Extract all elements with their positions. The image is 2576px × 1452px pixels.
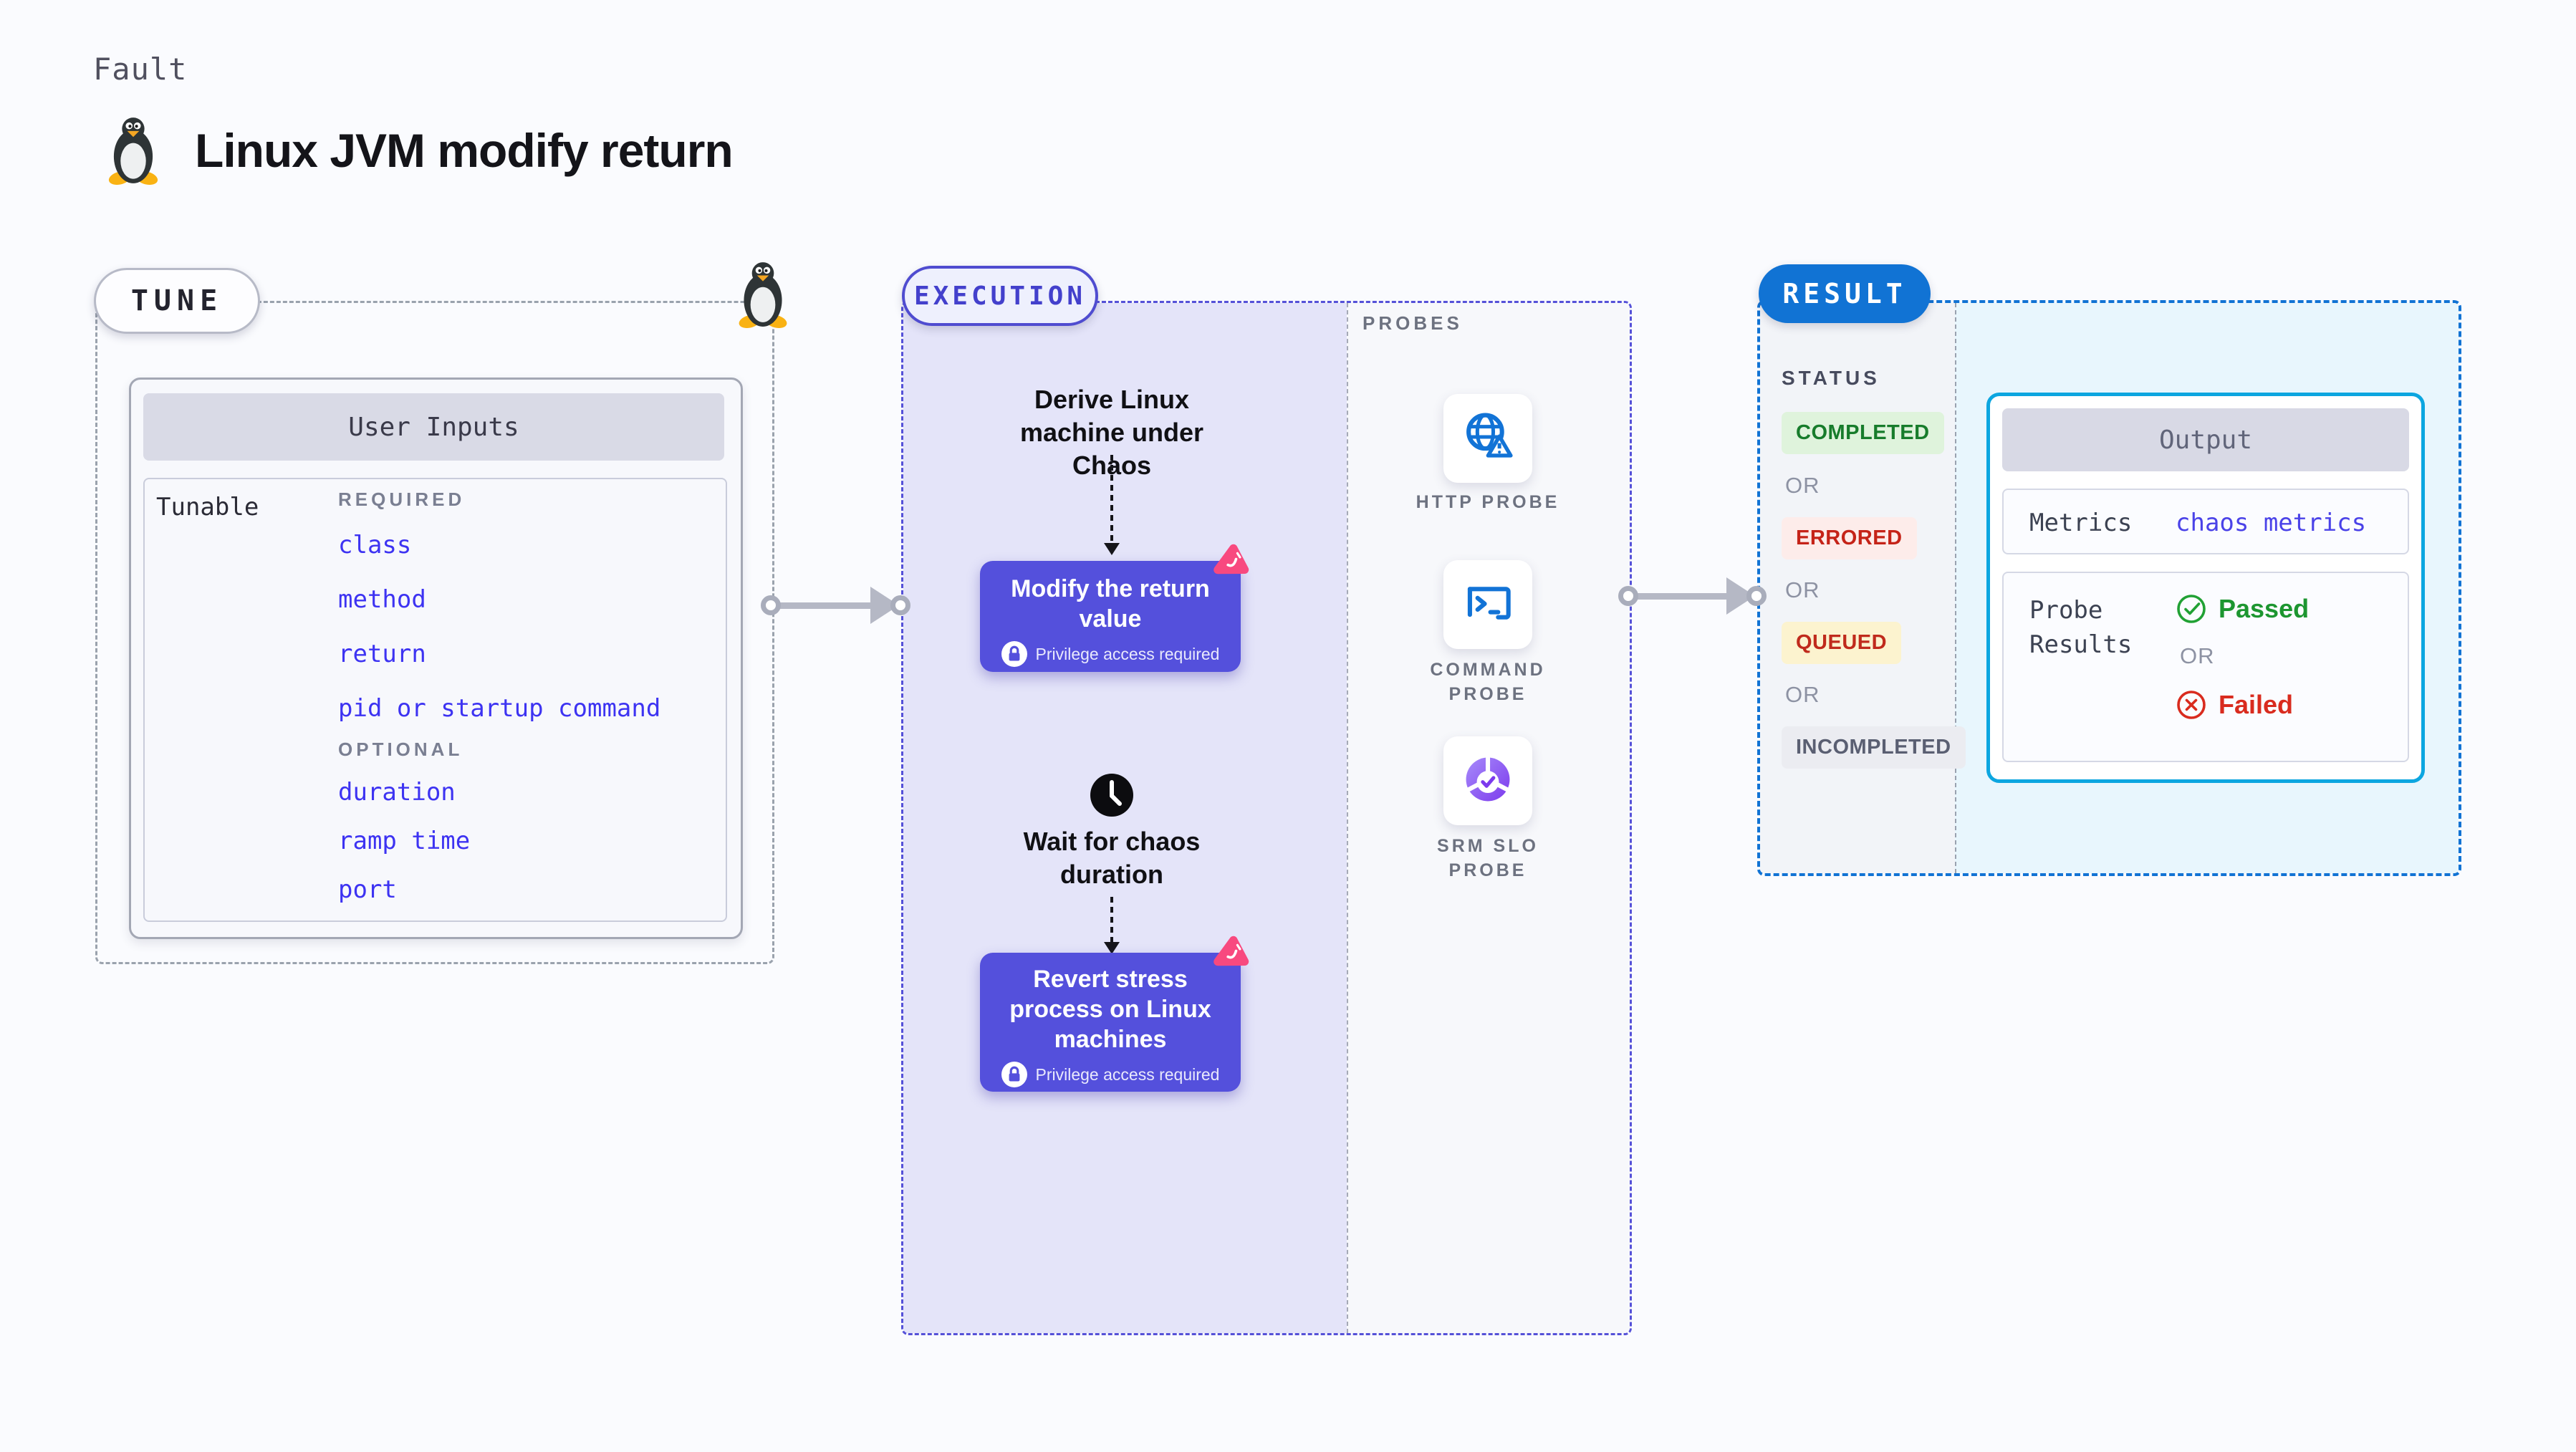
status-panel: [1760, 303, 1955, 873]
action-title: Revert stress process on Linux machines: [1009, 966, 1211, 1053]
tunable-item-pid: pid or startup command: [338, 694, 661, 723]
metrics-row: [2002, 489, 2409, 554]
clock-icon: [1089, 772, 1135, 818]
privilege-note: Privilege access required: [1001, 641, 1220, 667]
terminal-icon: [1457, 572, 1519, 638]
tunable-item-duration: duration: [338, 778, 456, 807]
revert-stress-node: Revert stress process on Linux machines …: [980, 953, 1241, 1092]
privilege-note-text: Privilege access required: [1035, 644, 1220, 663]
tunable-item-class: class: [338, 531, 412, 559]
user-inputs-title: User Inputs: [143, 393, 724, 461]
metrics-label: Metrics: [2029, 509, 2133, 537]
or-separator: OR: [1785, 682, 1820, 707]
fault-kicker: Fault: [93, 52, 188, 87]
slo-pie-icon: [1457, 749, 1519, 814]
user-inputs-body: [143, 478, 727, 922]
wait-step-text: Wait for chaos duration: [1023, 827, 1201, 889]
srm-slo-probe-label: SRM SLO PROBE: [1437, 836, 1539, 880]
flow-arrow-down: [1101, 455, 1123, 555]
tunable-item-ramp-time: ramp time: [338, 827, 471, 855]
x-circle-icon: [2176, 689, 2207, 721]
connector-dot: [761, 595, 781, 615]
probes-label: PROBES: [1363, 312, 1463, 334]
or-separator: OR: [1785, 577, 1820, 602]
passed-label: Passed: [2219, 594, 2310, 623]
status-badge-incompleted: INCOMPLETED: [1782, 726, 1966, 769]
execution-badge: EXECUTION: [902, 266, 1098, 326]
srm-slo-probe-card: [1443, 736, 1532, 825]
flow-arrow-down: [1101, 897, 1123, 954]
optional-label: OPTIONAL: [338, 739, 463, 760]
action-title: Modify the return value: [1011, 575, 1210, 633]
check-circle-icon: [2176, 593, 2207, 625]
required-label: REQUIRED: [338, 489, 466, 510]
execution-to-result-arrow: [1618, 577, 1767, 615]
status-badge-queued: QUEUED: [1782, 622, 1902, 664]
failed-result: Failed: [2176, 689, 2293, 721]
or-separator: OR: [1785, 473, 1820, 498]
modify-return-node: Modify the return value Privilege access…: [980, 561, 1241, 672]
tune-section: [95, 301, 774, 964]
connector-dot: [1746, 586, 1767, 606]
execution-flow-panel: [903, 303, 1347, 1333]
command-probe-card: [1443, 560, 1532, 649]
tune-badge: TUNE: [94, 268, 260, 334]
tunable-item-method: method: [338, 585, 426, 614]
arrow-head: [1104, 942, 1120, 954]
tunable-label: Tunable: [156, 493, 259, 521]
globe-alert-icon: [1457, 406, 1519, 471]
passed-result: Passed: [2176, 593, 2309, 625]
probe-results-label: Probe Results: [2029, 596, 2133, 659]
tux-penguin-icon: [103, 115, 163, 186]
arrow-shaft: [1636, 592, 1729, 600]
output-title: Output: [2002, 408, 2409, 471]
litmus-chaos-icon: [1210, 931, 1254, 975]
status-badge-errored: ERRORED: [1782, 517, 1917, 559]
arrow-head: [1104, 543, 1120, 555]
probe-results-row: [2002, 572, 2409, 762]
arrow-shaft: [779, 602, 873, 609]
lock-icon: [1001, 1062, 1027, 1087]
tunable-item-port: port: [338, 875, 397, 904]
privilege-note-text: Privilege access required: [1035, 1064, 1220, 1084]
tune-to-execution-arrow: [761, 587, 910, 624]
privilege-note: Privilege access required: [1001, 1062, 1220, 1087]
failed-label: Failed: [2219, 690, 2294, 719]
tunables-list: REQUIRED class method return pid or star…: [338, 489, 725, 925]
command-probe-label: COMMAND PROBE: [1430, 660, 1546, 704]
or-separator: OR: [2180, 643, 2215, 668]
metrics-value-link: chaos metrics: [2176, 509, 2367, 537]
http-probe-label: HTTP PROBE: [1416, 492, 1560, 512]
result-badge: RESULT: [1759, 264, 1931, 323]
tux-penguin-icon: [734, 259, 792, 329]
http-probe-card: [1443, 394, 1532, 483]
tunable-item-return: return: [338, 640, 426, 668]
connector-dot: [890, 595, 910, 615]
litmus-chaos-icon: [1210, 539, 1254, 583]
page-title: Linux JVM modify return: [195, 124, 734, 177]
lock-icon: [1001, 641, 1027, 667]
status-badge-completed: COMPLETED: [1782, 412, 1944, 454]
status-label: STATUS: [1782, 367, 1880, 389]
connector-dot: [1618, 586, 1638, 606]
